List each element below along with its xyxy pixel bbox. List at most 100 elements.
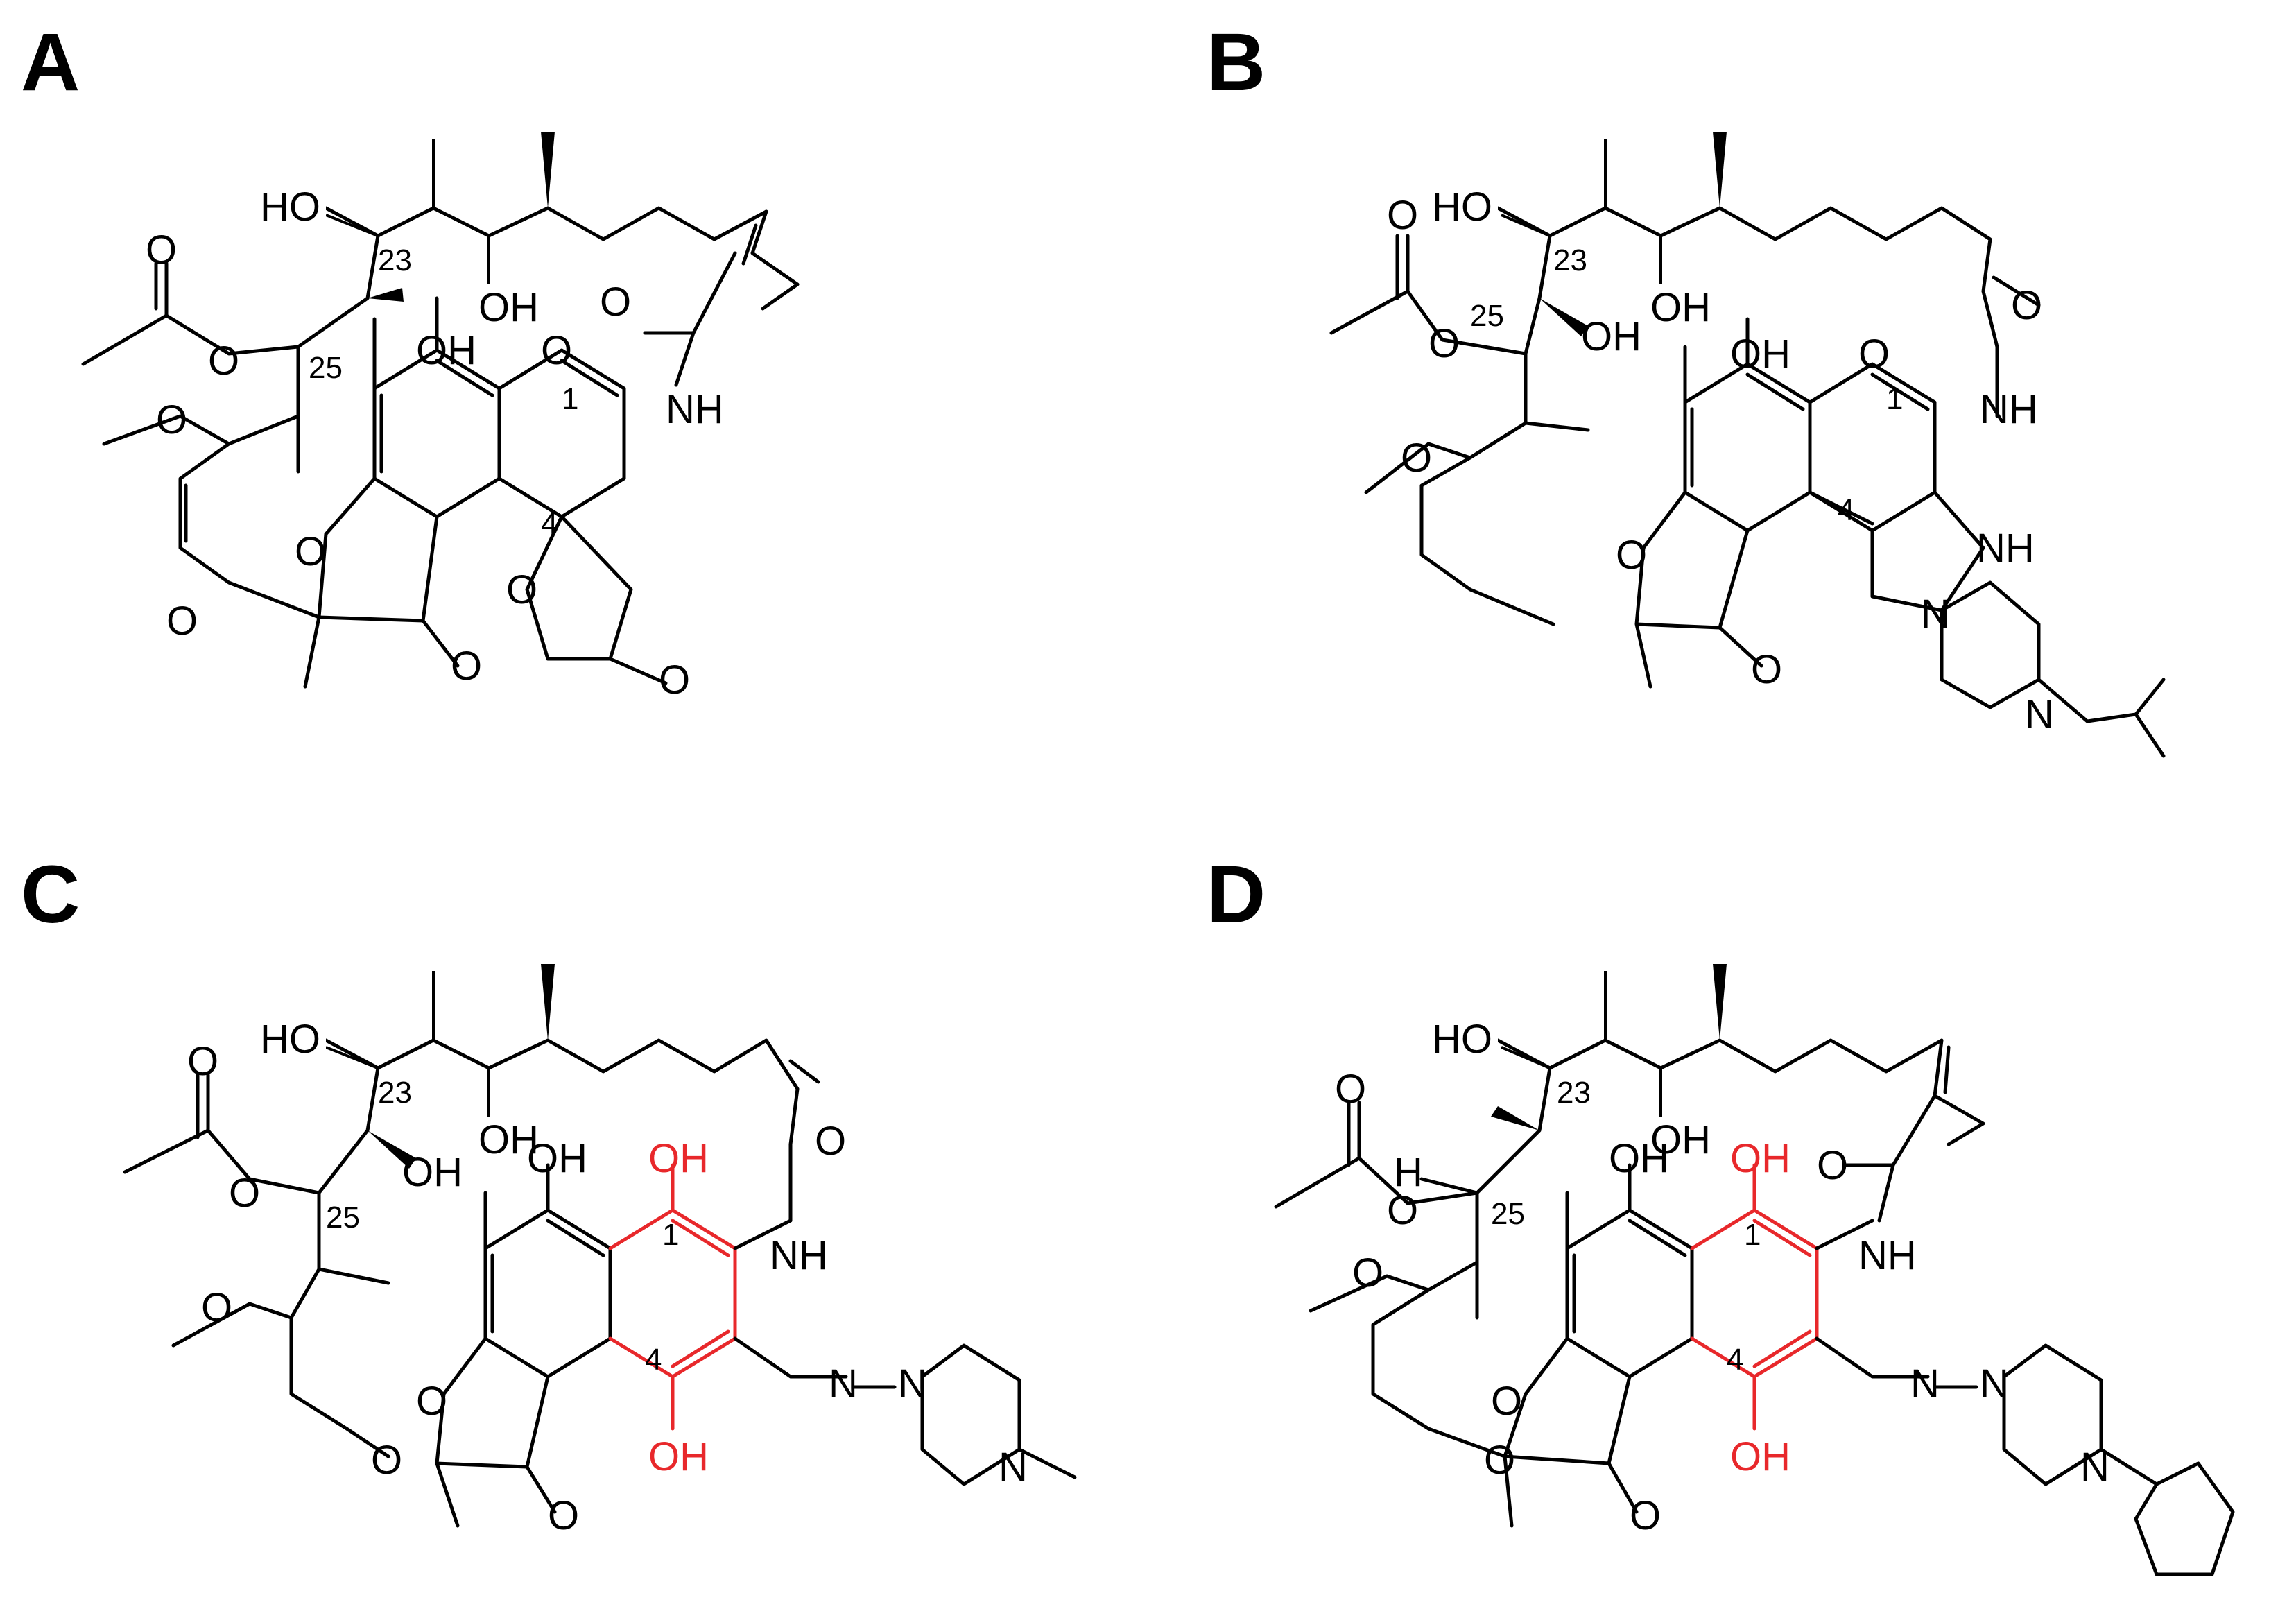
a-num-4: 4 [541, 507, 558, 541]
a-atom-oh-1: OH [478, 285, 539, 330]
d-furanone [1503, 1336, 1639, 1528]
c-num-25: 25 [326, 1200, 360, 1234]
b-atom-n-imine: N [1921, 592, 1950, 637]
a-atom-o-furanone: O [451, 644, 482, 689]
c-atom-o-methoxy: O [201, 1285, 232, 1330]
c-atom-oh-c1: OH [648, 1136, 709, 1181]
c-num-1: 1 [662, 1218, 679, 1252]
a-acetate [81, 261, 300, 366]
d-atom-oh-c1: OH [1730, 1136, 1790, 1181]
c-ring-2-highlight [608, 1208, 737, 1379]
d-cyclopentyl [2134, 1461, 2235, 1576]
b-atom-oh-2: OH [1581, 314, 1641, 359]
d-ring-2-highlight [1690, 1208, 1819, 1379]
a-wedge-top [541, 132, 555, 208]
c-atom-n-piperazine-2: N [999, 1445, 1028, 1490]
a-methoxy [102, 414, 231, 446]
d-atom-ho: HO [1432, 1017, 1492, 1062]
d-atom-n-imine: N [1910, 1361, 1940, 1406]
d-atom-oh-phenol: OH [1609, 1136, 1669, 1181]
c-atom-n-piperazine-1: N [898, 1361, 927, 1406]
d-atom-h: H [1394, 1150, 1423, 1195]
c-atom-oh-2: OH [402, 1150, 463, 1195]
panel-b-structure: HO OH OH O O O OH O NH O O O N NH N 23 2… [1329, 132, 2166, 758]
panel-b: B HO OH OH O O [1207, 17, 2166, 758]
d-wedge-mid [1491, 1106, 1539, 1130]
c-atom-o-acetyl: O [187, 1039, 218, 1084]
c-hash-ho [325, 1046, 379, 1069]
panel-b-label: B [1207, 17, 1266, 108]
d-ansa-bond-top [1496, 1038, 1985, 1146]
d-ring-1 [1565, 1208, 1694, 1379]
b-ansa-bond-top [1496, 206, 2041, 349]
a-ring-doubles [379, 359, 619, 474]
b-atom-o-furanone: O [1751, 647, 1782, 692]
a-atom-oh-phenol: OH [416, 328, 476, 373]
c-atom-o-ester: O [229, 1171, 260, 1216]
c-atom-oh-phenol: OH [527, 1136, 587, 1181]
a-atom-o-methoxy: O [156, 397, 187, 442]
a-atom-o-c1: O [541, 328, 572, 373]
a-atom-o-spiro-1: O [506, 567, 537, 612]
c-furanone [435, 1336, 557, 1528]
b-ring-2 [1808, 362, 1937, 533]
c-wedge-oh [368, 1130, 416, 1169]
b-atom-o-furan: O [1616, 533, 1647, 578]
b-atom-oh-phenol: OH [1730, 332, 1790, 377]
b-furanone [1634, 490, 1763, 689]
panel-a-structure: HO OH O O O OH O NH O O O O O O 23 25 1 … [81, 132, 800, 703]
a-ansa-bond-diene [741, 209, 800, 286]
c-oh-bonds [483, 1163, 550, 1250]
d-atom-o-methoxy: O [1352, 1250, 1383, 1296]
b-atom-o-ester: O [1428, 321, 1460, 366]
b-atom-o-c1: O [1858, 332, 1890, 377]
d-atom-o-ester: O [1387, 1188, 1418, 1233]
c-left-chain [289, 1066, 390, 1458]
a-atom-o-acetyl: O [146, 227, 177, 273]
c-atom-ho: HO [260, 1017, 320, 1062]
a-hash-ho [325, 214, 379, 237]
b-atom-oh-1: OH [1650, 285, 1711, 330]
a-oh-bonds [372, 296, 439, 390]
a-amide-n [674, 331, 696, 387]
d-num-1: 1 [1744, 1218, 1761, 1252]
b-wedge-top [1713, 132, 1727, 208]
a-atom-o-carbonyl: O [659, 657, 690, 703]
a-num-25: 25 [309, 351, 343, 385]
a-atom-o-enol: O [166, 599, 198, 644]
c-ansa-bond-top [324, 1038, 820, 1146]
c-ring-1 [483, 1208, 612, 1379]
d-hydrazone [1815, 1219, 1978, 1389]
a-atom-o-furan: O [295, 529, 326, 574]
b-atom-o-acetyl: O [1387, 193, 1418, 238]
c-wedge-top [541, 964, 555, 1040]
c-atom-o-enol: O [371, 1438, 402, 1483]
b-atom-n-piperidine: N [2025, 692, 2054, 737]
panel-d-structure: HO OH H O O O OH OH O NH O O O OH N N N … [1274, 964, 2235, 1576]
d-amide [1842, 1094, 1937, 1223]
b-ring-doubles [1690, 372, 1930, 526]
c-ring-1-doubles [490, 1219, 605, 1334]
d-num-25: 25 [1491, 1197, 1525, 1231]
panel-d-label: D [1207, 849, 1266, 940]
d-atom-nh: NH [1858, 1233, 1917, 1278]
d-acetate [1274, 1101, 1479, 1209]
panel-c: C HO OH OH O O O [21, 849, 1077, 1538]
d-atom-o-acetyl: O [1335, 1067, 1366, 1112]
d-ring-1-doubles [1572, 1219, 1687, 1334]
a-atom-ho: HO [260, 184, 320, 230]
a-left-chain [178, 234, 380, 619]
b-hash-ho [1501, 214, 1551, 237]
a-ansa-bond-top [324, 206, 768, 241]
d-atom-n-piperazine-1: N [1980, 1361, 2009, 1406]
b-left-chain [1419, 234, 1555, 626]
b-oh-bonds [1683, 317, 1750, 404]
a-methyl [761, 282, 800, 311]
d-atom-oh-c4: OH [1730, 1434, 1790, 1479]
b-num-25: 25 [1470, 299, 1504, 333]
d-methoxy [1309, 1260, 1479, 1320]
d-atom-o-furanone: O [1630, 1493, 1661, 1538]
c-acetate [123, 1073, 321, 1195]
c-num-23: 23 [378, 1076, 412, 1110]
a-wedge-mid [368, 288, 404, 302]
